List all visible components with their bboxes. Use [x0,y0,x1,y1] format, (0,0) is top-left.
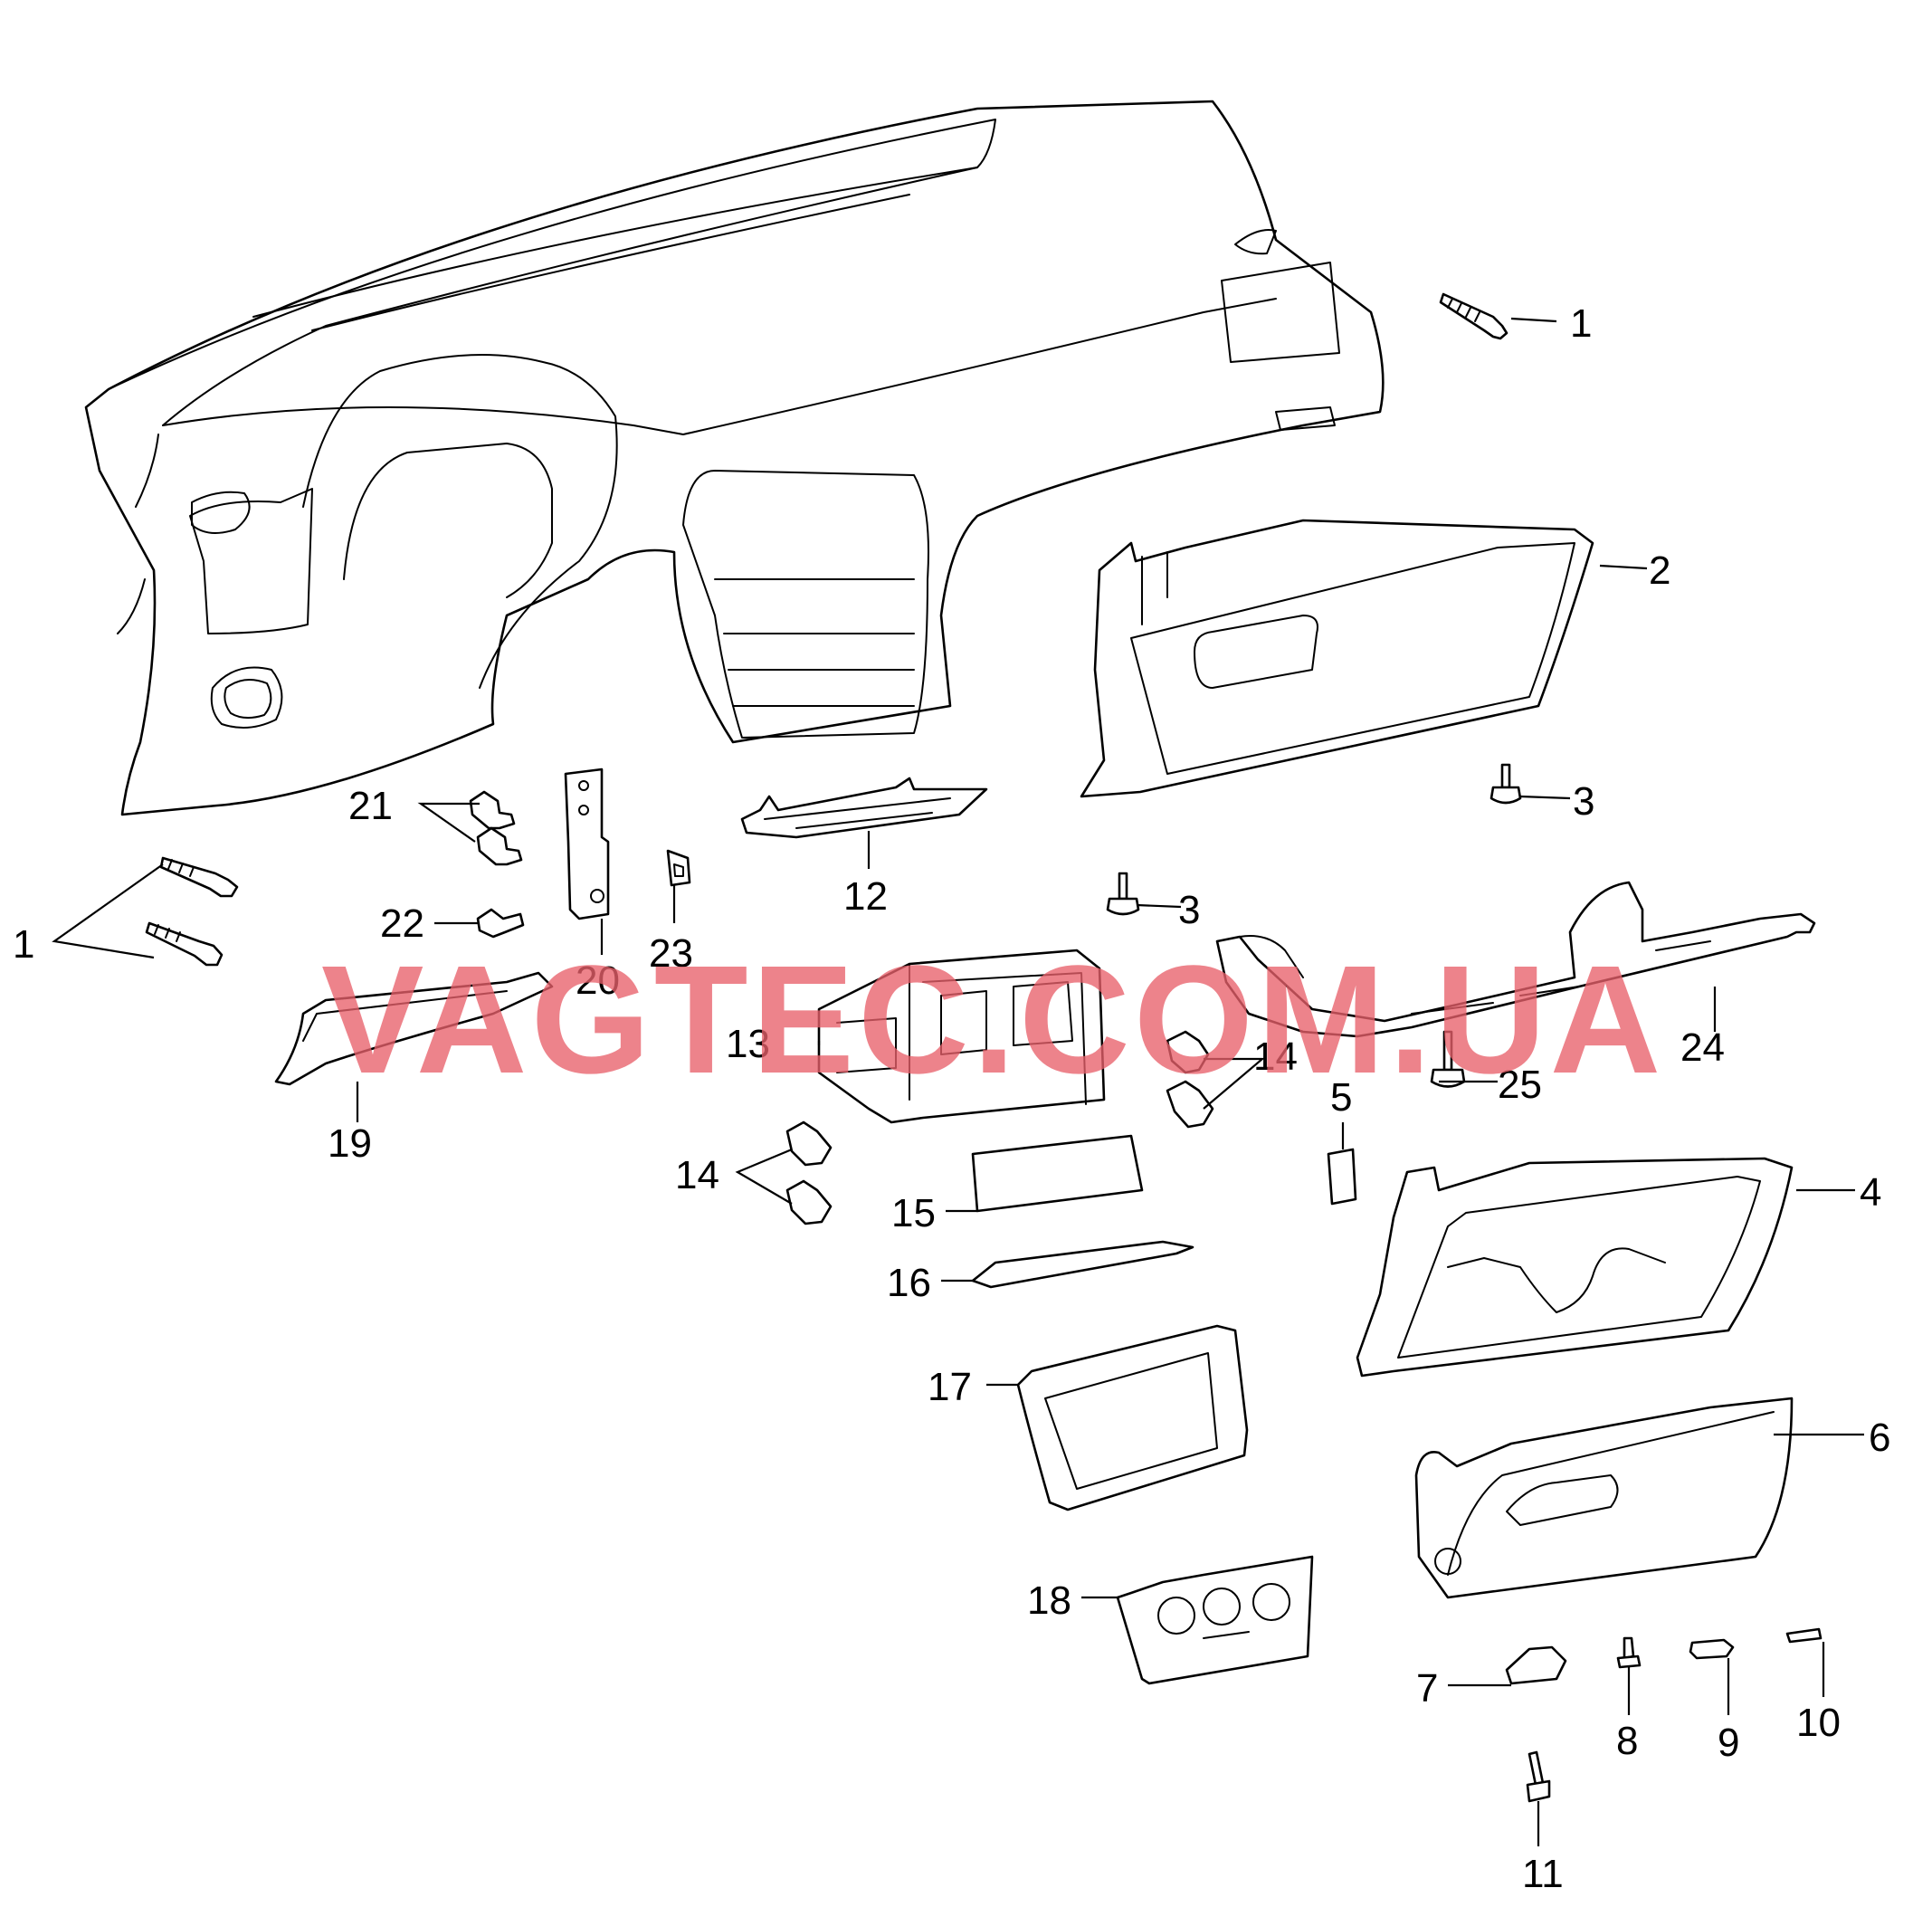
callout-17: 17 [928,1365,972,1409]
callout-labels: 1 2 3 3 1 21 22 20 23 12 24 25 14 14 13 … [13,301,1890,1896]
panel-part-15 [971,1134,1144,1213]
screw-part-14-c [785,1120,833,1167]
clip-part-9 [1689,1638,1735,1660]
callout-7: 7 [1416,1666,1438,1711]
cover-part-12 [740,777,988,839]
bolt-part-1-left-a [159,856,239,898]
radio-unit-part-13 [817,949,1106,1124]
screw-part-3-upper [1489,763,1522,805]
screw-part-21-b [476,826,523,866]
callout-23: 23 [649,931,693,976]
glovebox-part-2 [1080,519,1594,798]
screw-part-14-d [785,1179,833,1225]
glovebox-lid-part-6 [1414,1397,1794,1599]
callout-1-top: 1 [1570,301,1592,346]
callout-6: 6 [1869,1416,1890,1460]
watermark-text: VAGTEC.COM.UA [321,934,1664,1106]
screw-part-14-a [1166,1030,1210,1074]
screw-part-22 [476,908,525,939]
callout-10: 10 [1796,1701,1841,1745]
cross-member-part-24 [1215,881,1816,1038]
callout-8: 8 [1616,1719,1638,1763]
callout-21: 21 [348,784,393,828]
callout-2: 2 [1649,548,1670,593]
callout-19: 19 [328,1121,372,1166]
dashboard-panel [84,100,1385,816]
bolt-part-1-left-b [145,921,224,967]
bolt-part-11 [1526,1750,1551,1803]
strip-part-16 [971,1240,1194,1289]
callout-4: 4 [1860,1170,1881,1215]
callout-5: 5 [1330,1075,1352,1120]
callout-15: 15 [891,1191,936,1235]
callout-18: 18 [1027,1578,1071,1623]
callout-22: 22 [380,901,424,946]
clip-part-23 [666,849,691,887]
callout-25: 25 [1498,1063,1542,1107]
screw-part-14-b [1166,1080,1214,1129]
glovebox-frame-part-4 [1356,1157,1794,1378]
callout-1-left: 1 [13,922,34,967]
callout-14-right: 14 [1253,1035,1298,1079]
callout-9: 9 [1718,1721,1739,1765]
callout-16: 16 [887,1261,931,1305]
pin-part-10 [1785,1627,1823,1644]
screw-part-21-a [469,790,516,830]
callout-11: 11 [1522,1852,1564,1896]
bracket-part-20 [564,768,610,920]
callout-20: 20 [576,958,620,1003]
control-panel-part-18 [1116,1555,1314,1685]
screw-part-3-lower [1106,872,1140,916]
callout-3-upper: 3 [1573,779,1594,824]
trim-part-19 [274,971,554,1086]
pin-part-8 [1616,1636,1642,1669]
leader-lines [52,317,1864,1846]
handle-part-7 [1505,1645,1567,1685]
bezel-part-17 [1016,1324,1249,1511]
callout-24: 24 [1680,1025,1725,1070]
callout-14-left: 14 [675,1153,719,1197]
bolt-part-1-top [1439,292,1508,340]
callout-3-lower: 3 [1178,888,1200,932]
callout-13: 13 [726,1022,770,1066]
pad-part-5 [1327,1148,1357,1206]
callout-12: 12 [843,874,888,919]
